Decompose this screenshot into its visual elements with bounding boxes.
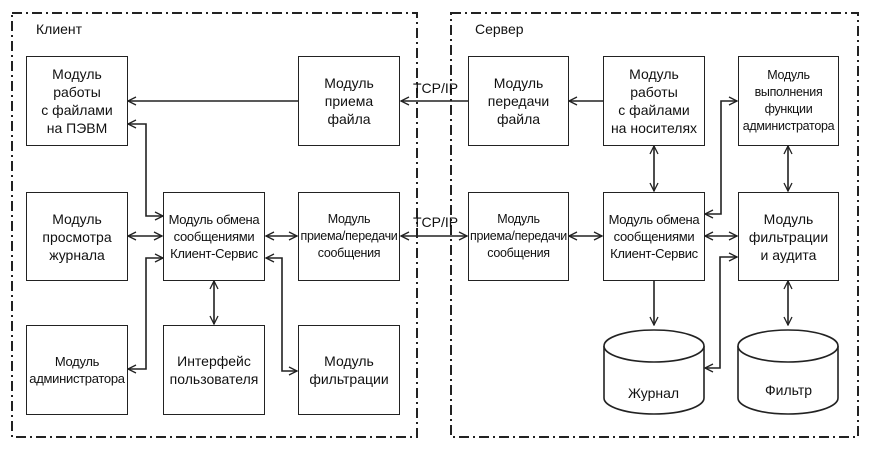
client-msg-txrx-label: Модуль приема/передачи сообщения	[300, 212, 398, 260]
server-admin-exec-module: Модуль выполнения функции администратора	[738, 56, 839, 146]
client-frame	[11, 12, 418, 438]
server-filter-audit-module: Модуль фильтрации и аудита	[738, 192, 839, 281]
client-filter-label: Модуль фильтрации	[309, 353, 389, 387]
journal-storage-shape	[603, 329, 705, 415]
arrow-exchange-admin-exec	[705, 101, 737, 214]
client-admin-label: Модуль администратора	[29, 354, 125, 386]
client-exchange-module: Модуль обмена сообщениями Клиент-Сервис	[163, 192, 265, 281]
client-journal-view-module: Модуль просмотра журнала	[26, 192, 128, 281]
client-journal-view-label: Модуль просмотра журнала	[42, 210, 112, 263]
client-file-pc-module: Модуль работы с файлами на ПЭВМ	[26, 56, 128, 146]
client-frame-label: Клиент	[36, 21, 83, 37]
journal-storage-label: Журнал	[627, 385, 680, 401]
client-file-pc-label: Модуль работы с файлами на ПЭВМ	[41, 66, 113, 136]
server-frame-label: Сервер	[475, 21, 524, 37]
tcp-msg-channel-label: TCP/IP	[413, 214, 459, 230]
server-file-media-module: Модуль работы с файлами на носителях	[603, 56, 705, 146]
arrow-exchange-to-admin	[128, 258, 163, 369]
tcp-file-channel-label: TCP/IP	[413, 80, 459, 96]
server-file-send-label: Модуль передачи файла	[487, 75, 550, 127]
server-exchange-module: Модуль обмена сообщениями Клиент-Сервис	[603, 192, 705, 281]
filter-storage-label: Фильтр	[764, 382, 813, 398]
client-msg-txrx-module: Модуль приема/передачи сообщения	[298, 192, 400, 281]
server-msg-txrx-label: Модуль приема/передачи сообщения	[470, 212, 567, 260]
server-file-send-module: Модуль передачи файла	[468, 56, 569, 146]
server-admin-exec-label: Модуль выполнения функции администратора	[742, 68, 835, 133]
server-exchange-label: Модуль обмена сообщениями Клиент-Сервис	[608, 212, 700, 261]
client-file-receive-module: Модуль приема файла	[298, 56, 400, 146]
client-file-receive-label: Модуль приема файла	[324, 75, 374, 127]
arrow-exchange-to-filter	[266, 258, 297, 371]
client-ui-label: Интерфейс пользователя	[169, 353, 259, 387]
server-file-media-label: Модуль работы с файлами на носителях	[610, 66, 698, 136]
client-filter-module: Модуль фильтрации	[298, 325, 400, 415]
client-exchange-label: Модуль обмена сообщениями Клиент-Сервис	[168, 212, 260, 261]
arrow-filter-audit-to-journal	[705, 257, 737, 368]
client-ui-module: Интерфейс пользователя	[163, 325, 265, 415]
client-admin-module: Модуль администратора	[26, 325, 128, 415]
filter-storage-shape	[737, 329, 839, 415]
server-frame	[450, 12, 859, 438]
arrow-exchange-to-file-pc	[128, 124, 163, 216]
server-filter-audit-label: Модуль фильтрации и аудита	[748, 210, 829, 263]
server-msg-txrx-module: Модуль приема/передачи сообщения	[468, 192, 569, 281]
